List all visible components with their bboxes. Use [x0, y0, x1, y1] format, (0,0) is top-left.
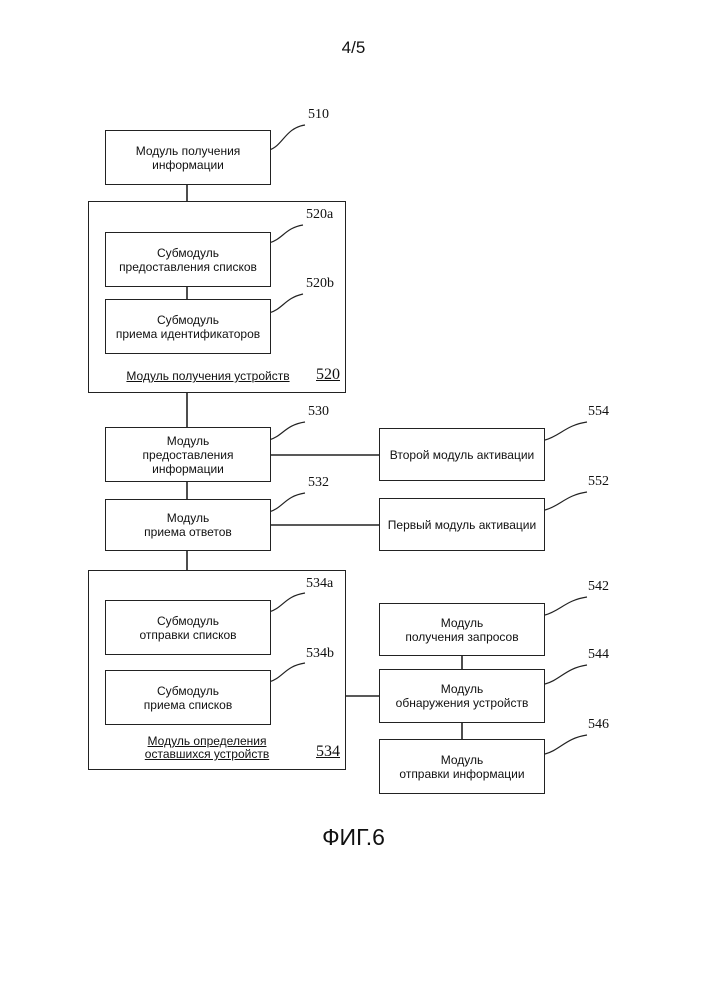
device-detection-module: Модуль обнаружения устройств	[379, 669, 545, 723]
ref-554: 554	[588, 404, 609, 420]
ref-542: 542	[588, 579, 609, 595]
ref-510: 510	[308, 107, 329, 123]
request-acquisition-module: Модуль получения запросов	[379, 603, 545, 656]
device-detection-label: Модуль обнаружения устройств	[380, 682, 544, 710]
response-receiving-module: Модуль приема ответов	[105, 499, 271, 551]
leader-552	[545, 492, 587, 510]
list-sending-submodule: Субмодуль отправки списков	[105, 600, 271, 655]
ref-520a: 520a	[306, 207, 333, 223]
list-sending-label: Субмодуль отправки списков	[106, 614, 270, 642]
id-receiving-submodule: Субмодуль приема идентификаторов	[105, 299, 271, 354]
ref-534b: 534b	[306, 646, 334, 662]
leader-546	[545, 735, 587, 754]
list-receiving-label: Субмодуль приема списков	[106, 684, 270, 712]
leader-544	[545, 665, 587, 684]
info-sending-module: Модуль отправки информации	[379, 739, 545, 794]
ref-520: 520	[316, 366, 340, 384]
request-acquisition-label: Модуль получения запросов	[380, 616, 544, 644]
second-activation-label: Второй модуль активации	[380, 448, 544, 462]
response-receiving-label: Модуль приема ответов	[106, 511, 270, 539]
figure-caption: ФИГ.6	[0, 824, 707, 851]
ref-544: 544	[588, 647, 609, 663]
info-sending-label: Модуль отправки информации	[380, 753, 544, 781]
list-providing-label: Субмодуль предоставления списков	[106, 246, 270, 274]
info-acquisition-label: Модуль получения информации	[106, 144, 270, 172]
first-activation-module: Первый модуль активации	[379, 498, 545, 551]
info-providing-label: Модуль предоставления информации	[106, 434, 270, 476]
ref-530: 530	[308, 404, 329, 420]
ref-534a: 534a	[306, 576, 333, 592]
ref-546: 546	[588, 717, 609, 733]
remaining-devices-title: Модуль определения оставшихся устройств	[112, 735, 302, 761]
leader-532	[269, 493, 305, 512]
leader-510	[269, 125, 305, 150]
leader-542	[545, 597, 587, 615]
ref-532: 532	[308, 475, 329, 491]
leader-554	[545, 422, 587, 440]
second-activation-module: Второй модуль активации	[379, 428, 545, 481]
info-providing-module: Модуль предоставления информации	[105, 427, 271, 482]
device-acquisition-title: Модуль получения устройств	[108, 370, 308, 383]
list-providing-submodule: Субмодуль предоставления списков	[105, 232, 271, 287]
ref-520b: 520b	[306, 276, 334, 292]
info-acquisition-module: Модуль получения информации	[105, 130, 271, 185]
ref-552: 552	[588, 474, 609, 490]
leader-530	[269, 422, 305, 440]
first-activation-label: Первый модуль активации	[380, 518, 544, 532]
device-acquisition-group	[88, 201, 346, 393]
ref-534: 534	[316, 743, 340, 761]
list-receiving-submodule: Субмодуль приема списков	[105, 670, 271, 725]
id-receiving-label: Субмодуль приема идентификаторов	[106, 313, 270, 341]
